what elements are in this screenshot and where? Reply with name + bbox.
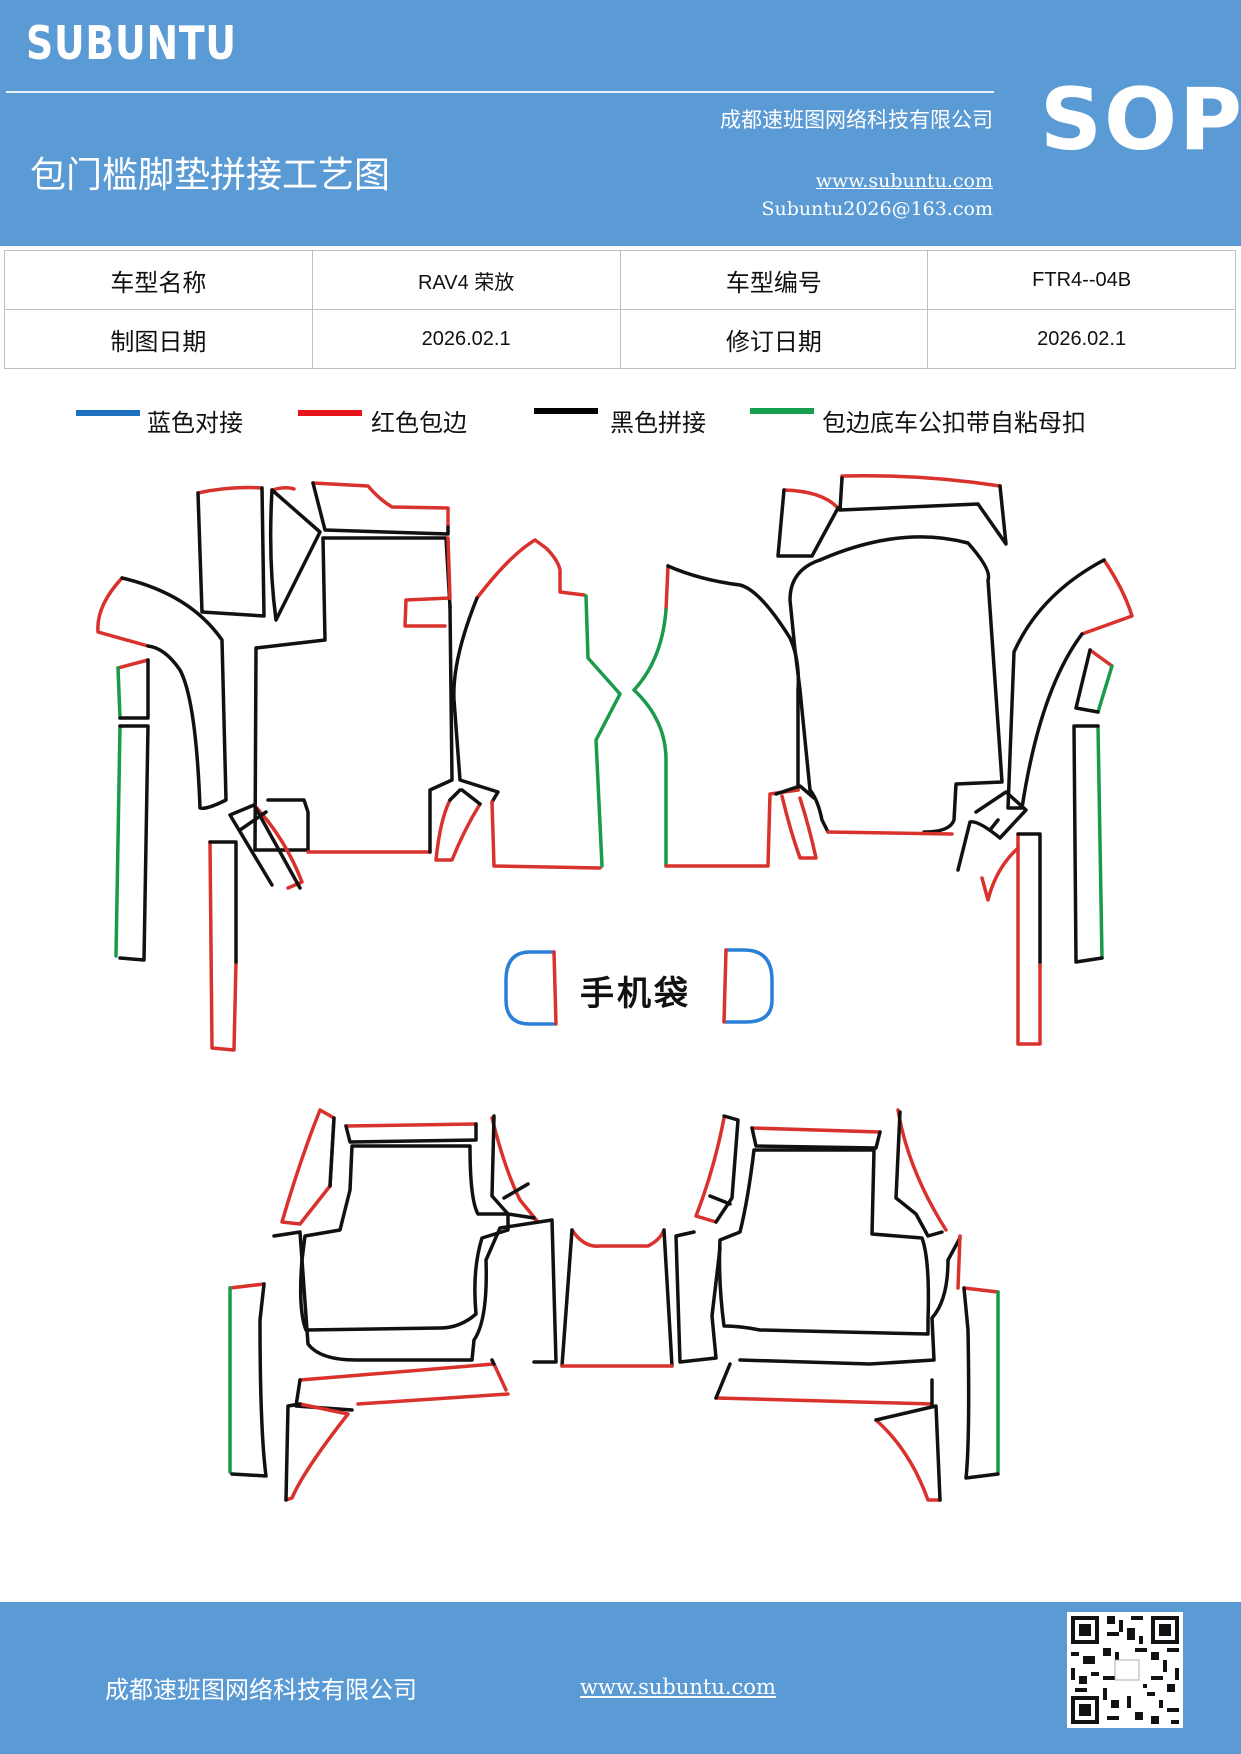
legend-label-blue: 蓝色对接 <box>147 409 243 437</box>
model-name-value: RAV4 荣放 <box>311 250 621 310</box>
table-row: 车型名称 RAV4 荣放 车型编号 FTR4--04B <box>4 250 1236 310</box>
footer-website-link[interactable]: www.subuntu.com <box>580 1675 776 1699</box>
draw-date-value: 2026.02.1 <box>311 309 621 369</box>
phone-pocket-right <box>722 948 774 1024</box>
phone-pocket-left <box>504 950 558 1026</box>
website-link[interactable]: www.subuntu.com <box>815 170 993 192</box>
model-name-label: 车型名称 <box>4 250 313 310</box>
draw-date-label: 制图日期 <box>4 309 313 369</box>
footer-banner <box>0 1602 1241 1754</box>
model-code-value: FTR4--04B <box>927 250 1236 310</box>
revise-date-label: 修订日期 <box>619 309 929 369</box>
table-row: 制图日期 2026.02.1 修订日期 2026.02.1 <box>4 309 1236 369</box>
email-address: Subuntu2026@163.com <box>761 198 993 220</box>
front-left-mat <box>96 481 482 1052</box>
center-right-panel <box>632 564 818 868</box>
legend-label-black: 黑色拼接 <box>610 409 706 437</box>
qr-code-pattern <box>1071 1616 1179 1724</box>
model-code-label: 车型编号 <box>619 250 929 310</box>
sop-label: SOP <box>1040 70 1241 170</box>
header-divider <box>6 91 994 93</box>
brand-logo: SUBUNTU <box>26 16 237 70</box>
rear-center-panel <box>560 1228 674 1368</box>
rear-left-mat <box>228 1108 558 1502</box>
rear-right-mat <box>674 1108 1000 1502</box>
qr-code[interactable] <box>1067 1612 1183 1728</box>
phone-pocket-label: 手机袋 <box>580 974 691 1014</box>
center-left-panel <box>452 538 622 870</box>
front-right-mat <box>776 473 1134 1046</box>
document-title: 包门槛脚垫拼接工艺图 <box>30 155 391 196</box>
legend-label-red: 红色包边 <box>371 409 467 437</box>
company-name: 成都速班图网络科技有限公司 <box>720 108 993 132</box>
footer-company: 成都速班图网络科技有限公司 <box>105 1676 417 1704</box>
revise-date-value: 2026.02.1 <box>927 309 1236 369</box>
header-banner <box>0 0 1241 246</box>
legend-label-green: 包边底车公扣带自粘母扣 <box>822 409 1086 437</box>
vehicle-info-table: 车型名称 RAV4 荣放 车型编号 FTR4--04B 制图日期 2026.02… <box>4 250 1236 369</box>
